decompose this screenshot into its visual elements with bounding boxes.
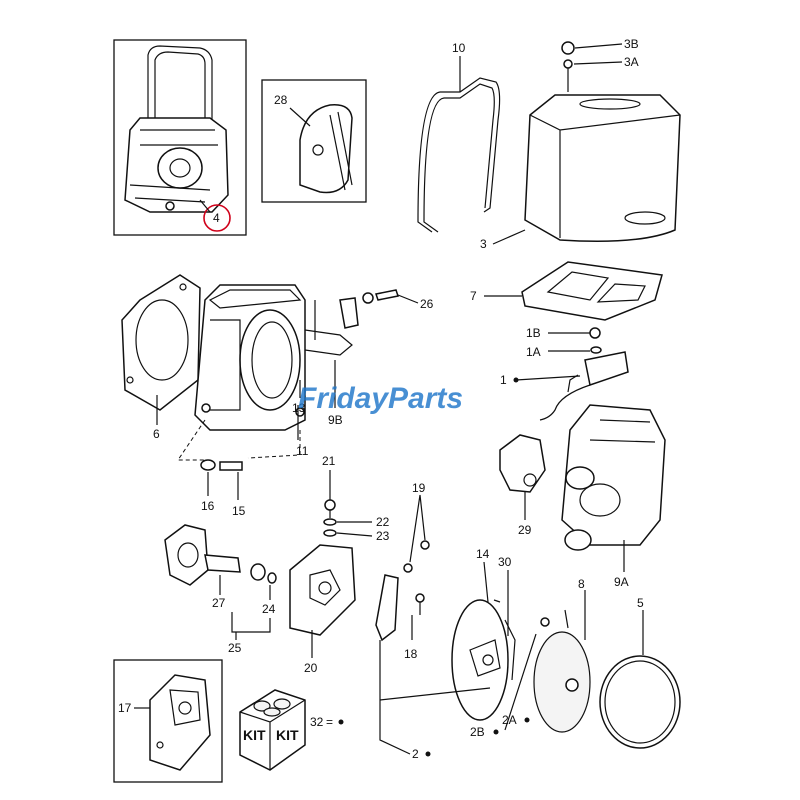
dot-1 [513, 377, 519, 383]
label-19: 19 [412, 481, 426, 495]
label-22: 22 [376, 515, 390, 529]
label-4: 4 [213, 211, 220, 225]
label-8: 8 [578, 577, 585, 591]
label-21: 21 [322, 454, 336, 468]
screw-21-drawing [323, 499, 337, 537]
label-14: 14 [476, 547, 490, 561]
housing-11-drawing [194, 284, 353, 431]
label-9A: 9A [614, 575, 629, 589]
contact-arm-drawing [375, 574, 399, 642]
leader-1 [515, 375, 581, 381]
clip-26-drawing [339, 289, 399, 329]
coil-drawing [539, 327, 629, 421]
kit-label-left: KIT [243, 727, 266, 743]
watermark: FridayParts [298, 382, 463, 415]
inset-box-17 [113, 659, 223, 783]
label-2B: 2B [470, 725, 485, 739]
bolt-15 [219, 461, 243, 471]
leader-28 [289, 107, 311, 127]
clip-2A-drawing [540, 617, 550, 627]
dashed-connector [177, 419, 210, 461]
label-2: 2 [412, 747, 419, 761]
label-27: 27 [212, 596, 226, 610]
housing-9A-drawing [561, 404, 666, 551]
disc-8-drawing [533, 631, 591, 733]
kit-label-right: KIT [276, 727, 299, 743]
label-28: 28 [274, 93, 288, 107]
label-26: 26 [420, 297, 434, 311]
leaders-2A-2B [379, 633, 537, 731]
label-9B: 9B [328, 413, 343, 427]
leader-3 [492, 229, 526, 245]
leader-23 [336, 532, 373, 537]
label-11: 11 [296, 444, 309, 458]
leader-3B [574, 43, 623, 49]
plate-20-drawing [289, 544, 356, 636]
label-3: 3 [480, 237, 487, 251]
label-24: 24 [262, 602, 276, 616]
dot-32 [338, 719, 344, 725]
part-29-drawing [499, 434, 546, 493]
magneto-assembly-drawing [124, 45, 229, 213]
leader-26 [397, 294, 419, 304]
gasket-7-drawing [521, 261, 663, 321]
pin-drawing [564, 609, 569, 629]
ring-5-drawing [599, 655, 681, 749]
leader-3A [573, 61, 623, 65]
label-3B: 3B [624, 37, 639, 51]
dot-2 [425, 751, 431, 757]
gasket-6-drawing [121, 274, 201, 411]
inset-box-28 [261, 79, 367, 203]
leader-14 [483, 561, 489, 603]
equals-32: = [326, 715, 333, 729]
label-1A: 1A [526, 345, 541, 359]
label-10: 10 [452, 41, 466, 55]
breaker-plate-17-drawing [149, 674, 211, 771]
bracket-25 [231, 612, 271, 633]
dot-2A [524, 717, 530, 723]
label-23: 23 [376, 529, 390, 543]
label-16: 16 [201, 499, 215, 513]
wire-clip-inner [423, 83, 495, 233]
washer-16 [200, 459, 216, 471]
screws-19-drawing [403, 540, 430, 615]
disc-14-drawing [451, 599, 516, 721]
highlight-circle [203, 204, 231, 232]
label-18: 18 [404, 647, 418, 661]
label-13: 13 [292, 401, 306, 415]
label-30: 30 [498, 555, 512, 569]
watermark-text: FridayParts [298, 382, 463, 415]
label-32: 32 [310, 715, 324, 729]
leader-19 [409, 494, 426, 563]
label-2A: 2A [502, 713, 517, 727]
leader-4 [199, 199, 211, 213]
rotor-27-drawing [164, 524, 277, 586]
label-5: 5 [637, 596, 644, 610]
dot-2B [493, 729, 499, 735]
label-29: 29 [518, 523, 532, 537]
label-6: 6 [153, 427, 160, 441]
label-3A: 3A [624, 55, 639, 69]
label-20: 20 [304, 661, 318, 675]
dashed-connector-2 [247, 430, 301, 459]
magneto-cap-drawing [524, 41, 681, 242]
label-15: 15 [232, 504, 246, 518]
inset-box-magneto [113, 39, 247, 236]
wire-clip-drawing [417, 77, 501, 233]
label-25: 25 [228, 641, 242, 655]
label-1: 1 [500, 373, 507, 387]
leader-2 [379, 640, 411, 755]
label-7: 7 [470, 289, 477, 303]
label-17: 17 [118, 701, 132, 715]
kit-box-drawing: KIT KIT [239, 689, 306, 771]
label-1B: 1B [526, 326, 541, 340]
ring-5-inner [604, 660, 676, 744]
cam-part-drawing [299, 104, 353, 194]
